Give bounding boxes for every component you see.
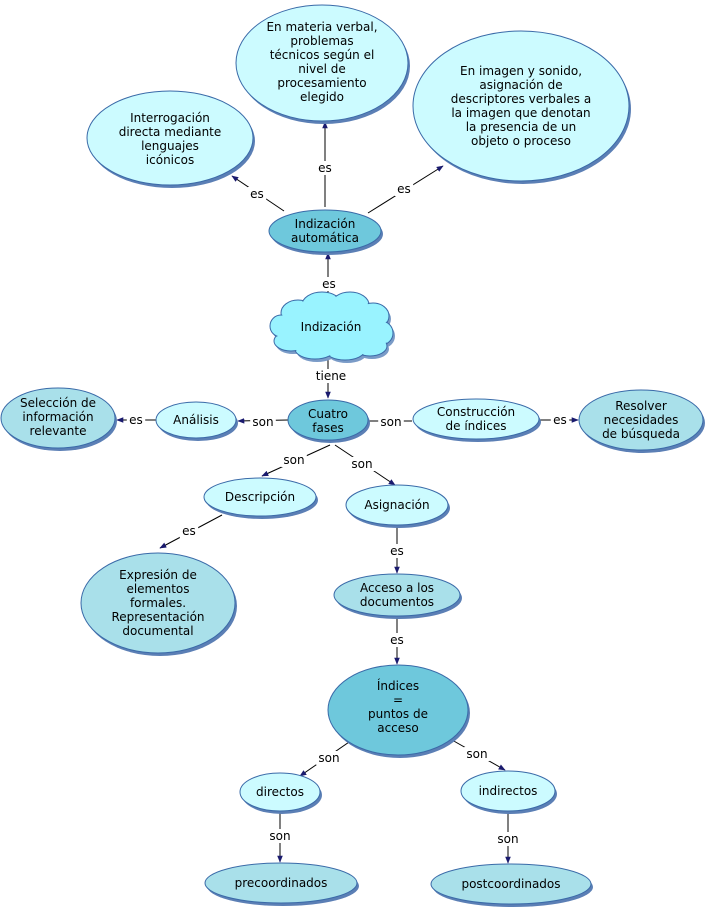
node-descripcion[interactable]: Descripción (203, 477, 318, 519)
node-text-line: Selección de (20, 396, 96, 410)
node-postcoordinados[interactable]: postcoordinados (430, 863, 593, 907)
link-label-es-automatica: es (322, 277, 336, 291)
link-label-son-asignacion: son (351, 457, 372, 471)
node-text-line: información (22, 410, 93, 424)
node-text-line: = (393, 693, 403, 707)
node-directos[interactable]: directos (239, 772, 322, 814)
link-label-es-acceso: es (390, 544, 404, 558)
node-text-line: icónicos (146, 153, 194, 167)
node-text-line: automática (291, 231, 359, 245)
link-label-es-indices: es (390, 633, 404, 647)
node-text-line: documentos (360, 595, 434, 609)
node-text-line: nivel de (298, 62, 346, 76)
node-text-line: Asignación (364, 498, 429, 512)
link-label-es-materia: es (318, 161, 332, 175)
node-text-line: de índices (446, 419, 507, 433)
node-imagen-sonido[interactable]: En imagen y sonido,asignación dedescript… (412, 30, 631, 184)
node-text-line: técnicos según el (270, 48, 375, 62)
node-text-line: documental (122, 624, 193, 638)
link-label-son-pre: son (269, 829, 290, 843)
node-text-line: descriptores verbales a (451, 92, 591, 106)
cloud-indizacion[interactable]: Indización (269, 291, 395, 363)
node-text-line: Análisis (173, 413, 219, 427)
link-label-es-resolver: es (553, 413, 567, 427)
link-labels: es es es es tiene son es son es son son es es es son so… (126, 161, 570, 846)
node-text-line: Descripción (225, 490, 295, 504)
node-text-line: elegido (300, 90, 344, 104)
node-text-line: la presencia de un (466, 120, 577, 134)
node-text-line: acceso (377, 721, 419, 735)
node-text-indizacion: Indización (301, 320, 362, 334)
link-label-son-analisis: son (252, 415, 273, 429)
node-text-line: la imagen que denotan (451, 106, 590, 120)
node-text-line: Acceso a los (360, 581, 434, 595)
node-text-line: necesidades (604, 413, 679, 427)
node-indirectos[interactable]: indirectos (460, 770, 557, 814)
node-text-line: Índices (377, 678, 419, 693)
link-label-tiene: tiene (316, 369, 346, 383)
link-label-es-interrogacion: es (250, 187, 264, 201)
node-precoordinados[interactable]: precoordinados (204, 862, 359, 906)
node-text-line: de búsqueda (602, 427, 680, 441)
node-text-line: Construcción (437, 405, 515, 419)
node-text-line: procesamiento (277, 76, 366, 90)
node-text-line: problemas (290, 34, 353, 48)
node-text-line: Indización (295, 217, 356, 231)
link-label-son-indirectos: son (466, 747, 487, 761)
link-label-son-directos: son (318, 751, 339, 765)
node-text-line: Cuatro (308, 407, 348, 421)
node-analisis[interactable]: Análisis (155, 401, 238, 441)
node-text-line: En imagen y sonido, (460, 64, 582, 78)
node-text-line: En materia verbal, (266, 20, 377, 34)
node-text-line: directa mediante (119, 125, 222, 139)
node-text-line: asignación de (479, 78, 562, 92)
node-text-line: directos (256, 785, 304, 799)
node-text-line: relevante (30, 424, 87, 438)
node-text-line: Representación (111, 610, 204, 624)
node-text-line: Expresión de (119, 568, 197, 582)
node-asignacion[interactable]: Asignación (345, 484, 450, 528)
link-label-son-descripcion: son (283, 453, 304, 467)
node-text-line: precoordinados (235, 876, 328, 890)
link-label-son-post: son (497, 832, 518, 846)
node-text-line: objeto o proceso (471, 134, 571, 148)
node-text-line: fases (312, 421, 343, 435)
node-text-line: elementos (126, 582, 189, 596)
link-label-es-imagen: es (397, 182, 411, 196)
node-text-line: Interrogación (130, 111, 210, 125)
node-text-line: formales. (130, 596, 186, 610)
node-text-line: postcoordinados (461, 877, 560, 891)
node-text-line: indirectos (479, 784, 538, 798)
node-text-line: Resolver (615, 399, 667, 413)
node-expresion[interactable]: Expresión deelementosformales.Representa… (80, 552, 237, 656)
node-text-line: puntos de (368, 707, 428, 721)
link-label-es-seleccion: es (129, 413, 143, 427)
link-label-es-expresion: es (182, 524, 196, 538)
link-label-son-construccion: son (380, 415, 401, 429)
node-text-line: lenguajes (141, 139, 199, 153)
